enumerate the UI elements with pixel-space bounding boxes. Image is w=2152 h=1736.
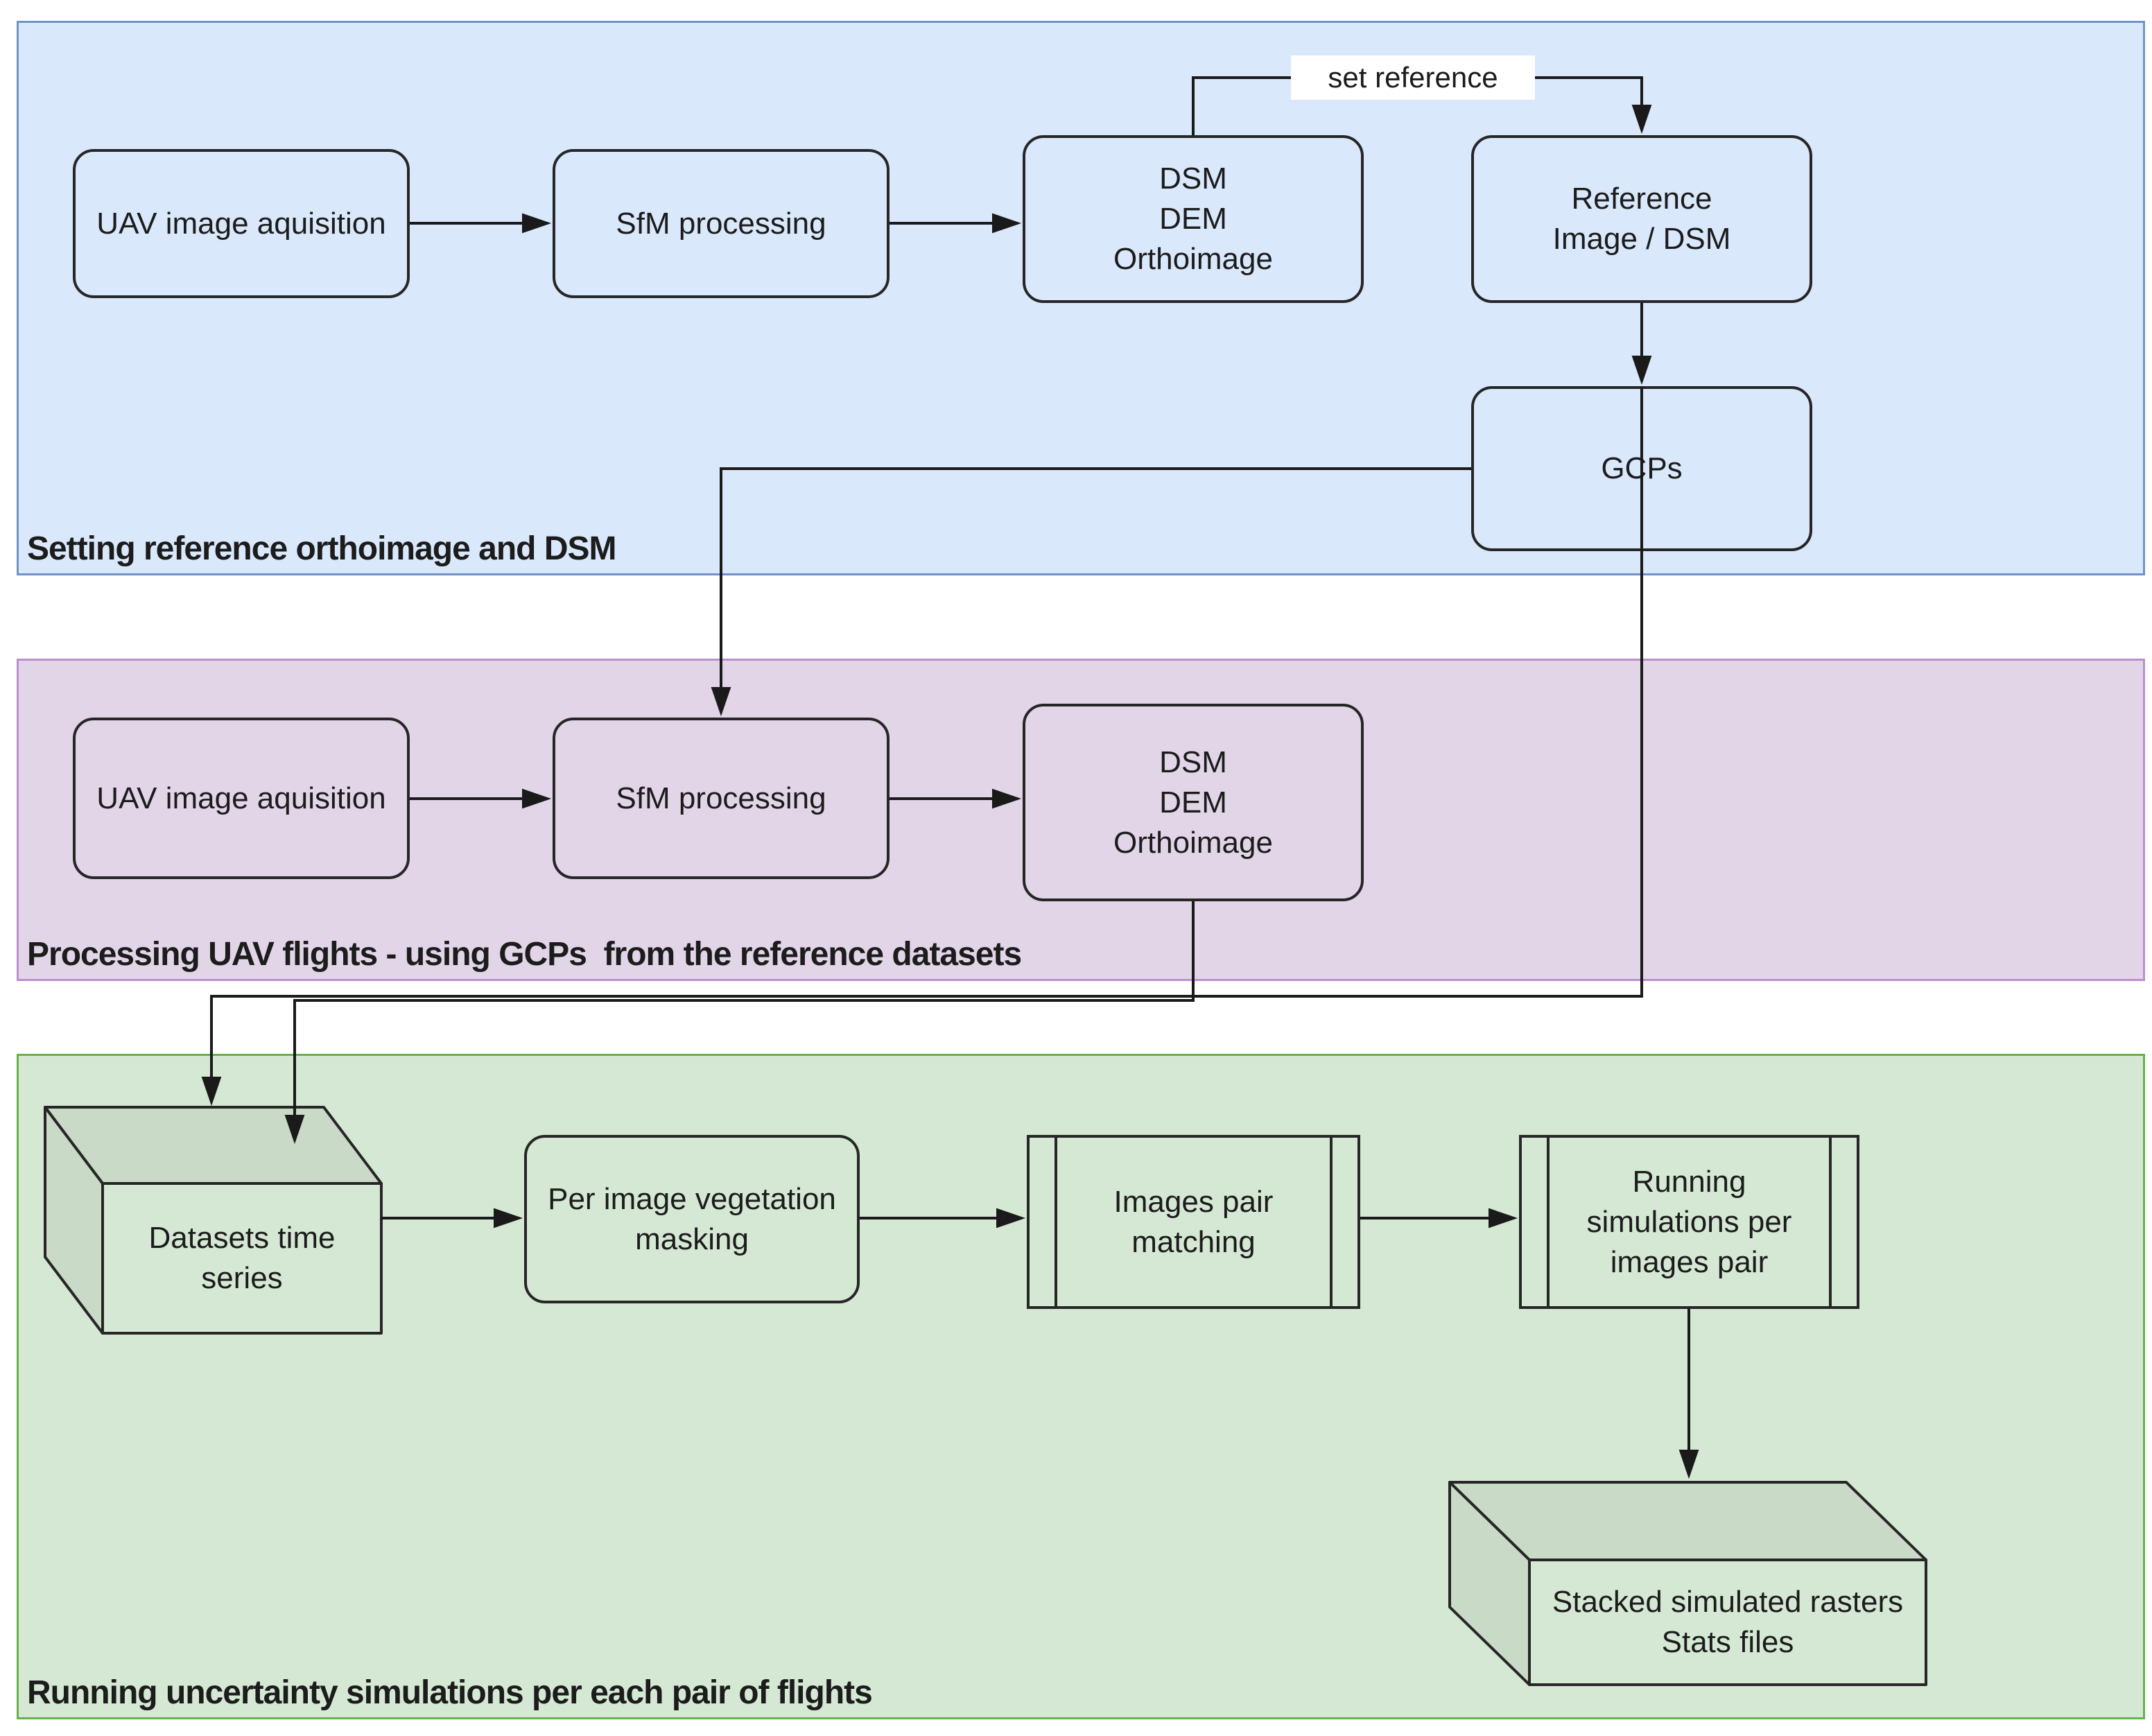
node-uav-image-aquisition-reference: UAV image aquisition <box>73 149 410 298</box>
node-label: Reference Image / DSM <box>1552 182 1731 256</box>
node-reference-image-dsm: Reference Image / DSM <box>1471 135 1812 303</box>
node-sfm-processing-processing: SfM processing <box>553 718 890 879</box>
node-label: DSM DEM Orthoimage <box>1113 162 1273 276</box>
node-sfm-processing-reference: SfM processing <box>553 149 890 298</box>
node-label: DSM DEM Orthoimage <box>1113 745 1273 860</box>
predefined-process-bar-right <box>1330 1138 1333 1306</box>
predefined-process-bar-right <box>1829 1138 1832 1306</box>
node-dsm-dem-orthoimage-processing: DSM DEM Orthoimage <box>1023 704 1364 901</box>
node-label: SfM processing <box>616 206 826 241</box>
connector-label-set-reference: set reference <box>1291 55 1535 100</box>
predefined-process-bar-left <box>1547 1138 1550 1306</box>
section-label-setting-reference: Setting reference orthoimage and DSM <box>27 530 616 567</box>
node-label: Images pair matching <box>1113 1184 1274 1259</box>
section-label-uncertainty-simulations: Running uncertainty simulations per each… <box>27 1674 873 1711</box>
node-dsm-dem-orthoimage-reference: DSM DEM Orthoimage <box>1023 135 1364 303</box>
node-running-simulations-per-images-pair: Running simulations per images pair <box>1519 1135 1859 1309</box>
node-label: Datasets time series <box>148 1221 336 1295</box>
node-label: SfM processing <box>616 781 826 815</box>
node-label: Running simulations per images pair <box>1586 1164 1792 1279</box>
node-label: UAV image aquisition <box>96 781 386 815</box>
node-label: UAV image aquisition <box>96 206 386 241</box>
node-images-pair-matching: Images pair matching <box>1027 1135 1360 1309</box>
node-gcps: GCPs <box>1471 386 1812 551</box>
predefined-process-bar-left <box>1055 1138 1057 1306</box>
node-label: Stacked simulated rasters Stats files <box>1552 1585 1904 1659</box>
node-per-image-vegetation-masking: Per image vegetation masking <box>524 1135 860 1303</box>
node-uav-image-aquisition-processing: UAV image aquisition <box>73 718 410 879</box>
node-label: GCPs <box>1601 451 1683 485</box>
node-stacked-simulated-rasters: Stacked simulated rasters Stats files <box>1529 1560 1926 1685</box>
node-datasets-time-series: Datasets time series <box>103 1183 381 1333</box>
node-label: Per image vegetation masking <box>548 1181 836 1256</box>
section-label-processing-flights: Processing UAV flights - using GCPs from… <box>27 936 1022 973</box>
